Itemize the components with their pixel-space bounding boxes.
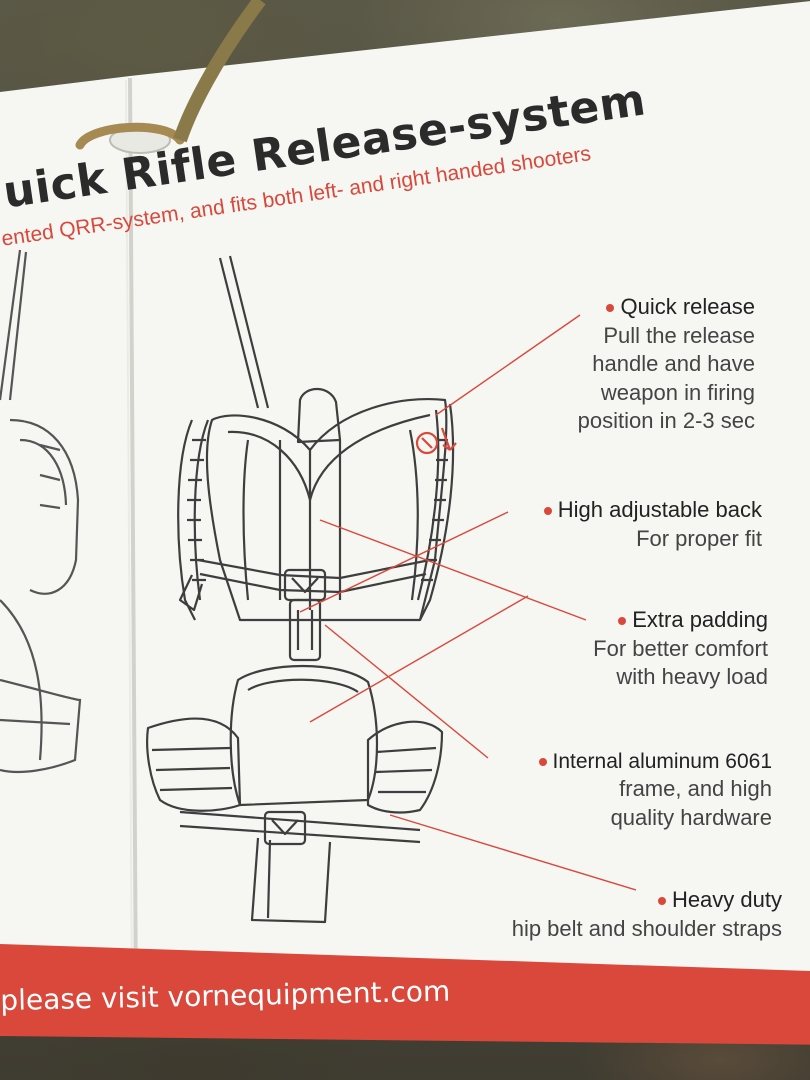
feature-heavy-duty: Heavy duty hip belt and shoulder straps	[462, 886, 782, 943]
bullet-icon	[618, 617, 627, 626]
feature-extra-padding: Extra padding For better comfort with he…	[508, 606, 768, 692]
feature-heading: Internal aluminum 6061	[552, 750, 772, 773]
feature-heading: High adjustable back	[557, 497, 762, 522]
feature-quick-release: Quick release Pull the release handle an…	[525, 293, 755, 436]
feature-high-adjustable-back: High adjustable back For proper fit	[462, 496, 762, 553]
feature-body: For better comfort with heavy load	[593, 635, 768, 690]
feature-body: hip belt and shoulder straps	[511, 915, 782, 941]
feature-body: Pull the release handle and have weapon …	[577, 322, 755, 434]
feature-heading: Extra padding	[632, 607, 768, 632]
feature-heading: Quick release	[620, 294, 755, 319]
bullet-icon	[657, 897, 666, 906]
bullet-icon	[543, 507, 552, 516]
bullet-icon	[538, 758, 547, 767]
feature-heading: Heavy duty	[671, 887, 782, 912]
feature-body: For proper fit	[636, 525, 762, 551]
feature-body: frame, and high quality hardware	[610, 776, 772, 830]
bullet-icon	[606, 304, 615, 313]
feature-internal-aluminum: Internal aluminum 6061 frame, and high q…	[472, 748, 772, 832]
